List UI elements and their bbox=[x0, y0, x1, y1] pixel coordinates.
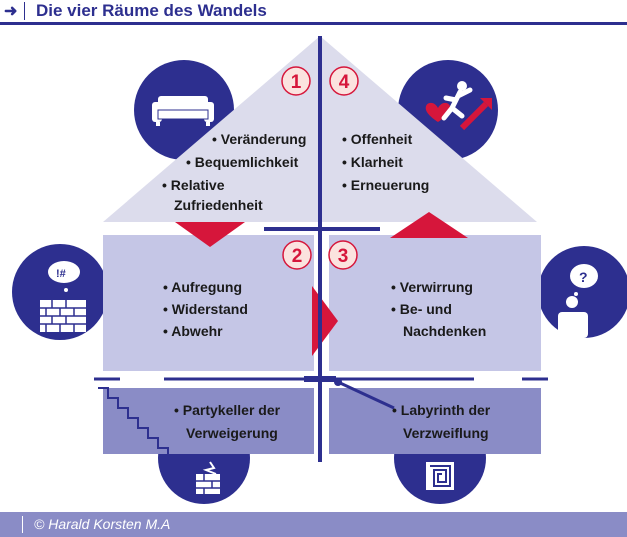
room-1-item: Zufriedenheit bbox=[174, 197, 263, 213]
badge-4: 4 bbox=[329, 66, 359, 96]
four-rooms-diagram: !# ? bbox=[12, 36, 627, 504]
room-3-item: • Verwirrung bbox=[391, 279, 473, 295]
basement-right-item: • Labyrinth der bbox=[392, 402, 491, 418]
maze-icon bbox=[426, 462, 454, 490]
badge-2: 2 bbox=[282, 240, 312, 270]
room-2-items: • Aufregung • Widerstand • Abwehr bbox=[163, 279, 248, 339]
badge-2-label: 2 bbox=[292, 246, 303, 267]
room-2-item: • Aufregung bbox=[163, 279, 242, 295]
climbing-person-icon bbox=[425, 81, 492, 131]
room-2-item: • Widerstand bbox=[163, 301, 248, 317]
stairs bbox=[98, 387, 169, 456]
badge-3-label: 3 bbox=[338, 246, 349, 267]
room-3-item: Nachdenken bbox=[403, 323, 486, 339]
footer-separator bbox=[22, 516, 23, 533]
basement-right-items: • Labyrinth der Verzweiflung bbox=[392, 402, 491, 441]
room-1-item: • Relative bbox=[162, 177, 225, 193]
basement-left-items: • Partykeller der Verweigerung bbox=[174, 402, 281, 441]
broken-wall-icon bbox=[196, 461, 220, 494]
divider-lines bbox=[94, 36, 548, 462]
circle-angry: !# bbox=[12, 244, 108, 340]
room-3-item: • Be- und bbox=[391, 301, 452, 317]
basement-right bbox=[329, 388, 541, 454]
room-2 bbox=[103, 235, 314, 371]
badge-3: 3 bbox=[328, 240, 358, 270]
room-3-items: • Verwirrung • Be- und Nachdenken bbox=[391, 279, 486, 339]
badge-4-label: 4 bbox=[339, 72, 350, 93]
arrow-1-to-2 bbox=[175, 222, 245, 247]
arrow-3-to-4 bbox=[390, 212, 468, 238]
basement-left-item: • Partykeller der bbox=[174, 402, 281, 418]
angry-person-wall-icon: !# bbox=[40, 261, 86, 332]
svg-text:?: ? bbox=[579, 269, 588, 285]
title-separator bbox=[24, 2, 25, 20]
room-4-item: • Erneuerung bbox=[342, 177, 429, 193]
arrow-right-icon: ➜ bbox=[4, 3, 18, 20]
svg-text:!#: !# bbox=[56, 268, 66, 280]
copyright-text: © Harald Korsten M.A bbox=[34, 516, 171, 532]
thinking-person-icon: ? bbox=[558, 264, 598, 338]
badge-1: 1 bbox=[281, 66, 311, 96]
circle-thinking: ? bbox=[538, 246, 627, 338]
page-title: Die vier Räume des Wandels bbox=[36, 1, 267, 20]
basement-left-item: Verweigerung bbox=[186, 425, 278, 441]
room-1-item: • Bequemlichkeit bbox=[186, 154, 299, 170]
ladder-line bbox=[337, 380, 395, 410]
basement-left bbox=[103, 388, 314, 454]
room-4-item: • Klarheit bbox=[342, 154, 403, 170]
room-1-items: • Veränderung • Bequemlichkeit • Relativ… bbox=[162, 131, 306, 213]
room-3 bbox=[329, 235, 541, 371]
ladder-knob bbox=[334, 378, 342, 386]
footer: © Harald Korsten M.A bbox=[0, 512, 627, 537]
badge-1-label: 1 bbox=[291, 72, 302, 93]
room-4-item: • Offenheit bbox=[342, 131, 413, 147]
title-bar: ➜ Die vier Räume des Wandels bbox=[0, 0, 627, 25]
room-2-item: • Abwehr bbox=[163, 323, 223, 339]
room-4-items: • Offenheit • Klarheit • Erneuerung bbox=[342, 131, 429, 193]
sofa-icon bbox=[152, 96, 214, 126]
basement-right-item: Verzweiflung bbox=[403, 425, 489, 441]
room-1-item: • Veränderung bbox=[212, 131, 306, 147]
